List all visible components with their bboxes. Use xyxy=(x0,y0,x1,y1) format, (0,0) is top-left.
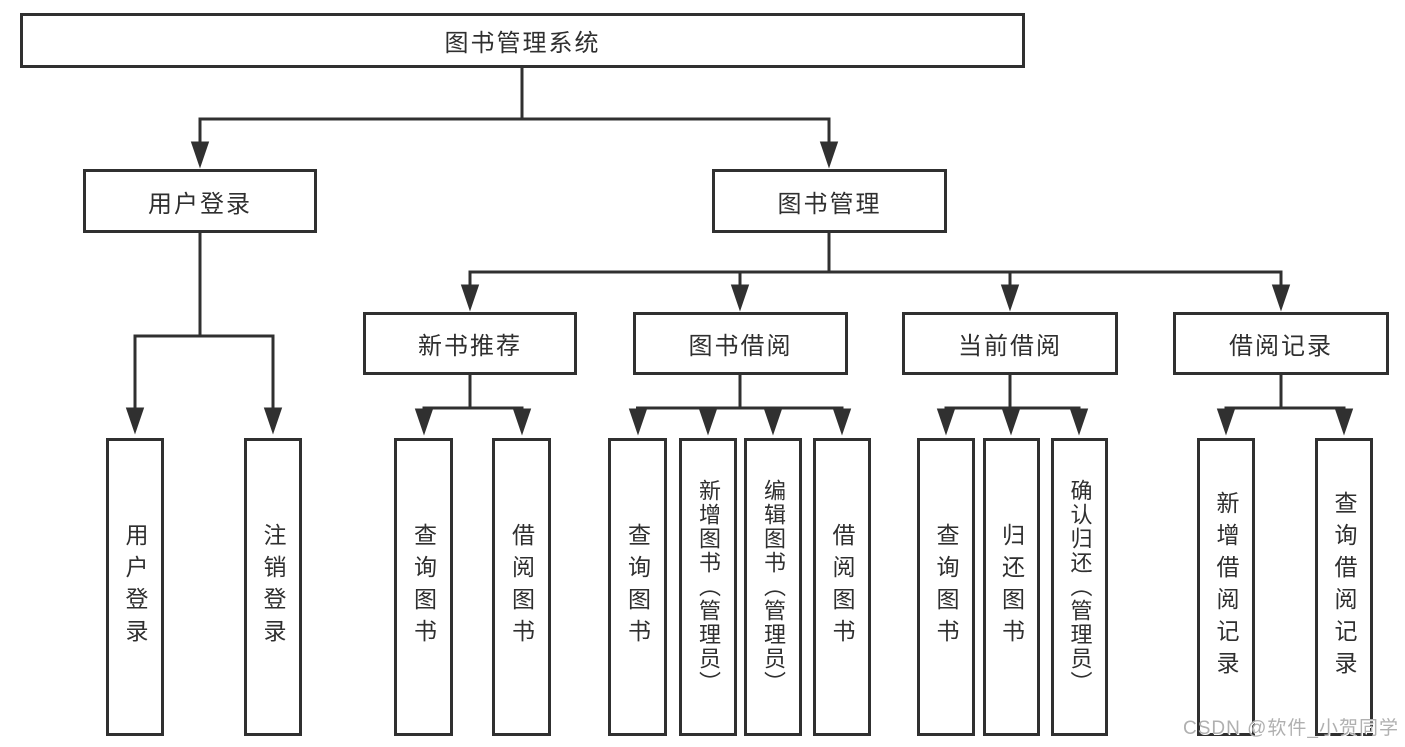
connector-stems xyxy=(198,68,1283,409)
leaf-return-books: 归还图书 xyxy=(983,438,1040,736)
leaf-borrow-books: 借阅图书 xyxy=(813,438,871,736)
leaf-add-books-admin: 新增图书（管理员） xyxy=(679,438,737,736)
leaf-query-borrow-record: 查询借阅记录 xyxy=(1315,438,1373,736)
leaf-current-query-books: 查询图书 xyxy=(917,438,975,736)
node-user-login: 用户登录 xyxy=(83,169,317,233)
node-new-book-recommendation: 新书推荐 xyxy=(363,312,577,375)
leaf-edit-books-admin: 编辑图书（管理员） xyxy=(744,438,802,736)
node-book-management: 图书管理 xyxy=(712,169,947,233)
leaf-recommend-borrow-books: 借阅图书 xyxy=(492,438,551,736)
connector-bars xyxy=(133,117,1346,410)
leaf-logout: 注销登录 xyxy=(244,438,302,736)
csdn-watermark: CSDN @软件_小贺同学 xyxy=(1183,718,1399,739)
leaf-confirm-return-admin: 确认归还（管理员） xyxy=(1051,438,1108,736)
leaf-borrow-query-books: 查询图书 xyxy=(608,438,667,736)
node-book-borrowing: 图书借阅 xyxy=(633,312,848,375)
leaf-add-borrow-record: 新增借阅记录 xyxy=(1197,438,1255,736)
node-current-borrowing: 当前借阅 xyxy=(902,312,1118,375)
leaf-recommend-query-books: 查询图书 xyxy=(394,438,453,736)
node-borrowing-records: 借阅记录 xyxy=(1173,312,1389,375)
connector-arrowheads xyxy=(125,141,1354,436)
leaf-user-login: 用户登录 xyxy=(106,438,164,736)
node-root-library-management-system: 图书管理系统 xyxy=(20,13,1025,68)
